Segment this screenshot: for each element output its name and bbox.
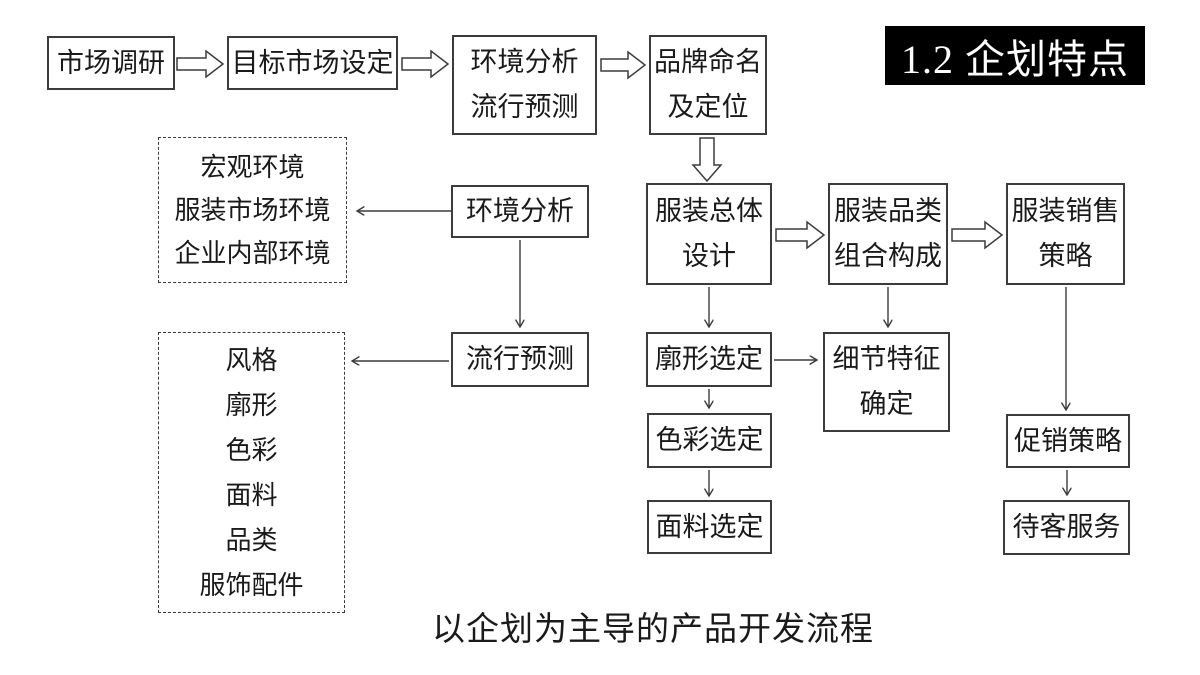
node-promotion-strategy: 促销策略 [1006, 414, 1130, 468]
hollow-arrow-env-trend-to-brand [600, 50, 647, 80]
node-fabric-selection: 面料选定 [647, 500, 772, 554]
node-env-trend: 环境分析 流行预测 [452, 35, 597, 135]
node-trend-forecast: 流行预测 [451, 332, 589, 387]
section-title-badge: 1.2 企划特点 [885, 26, 1145, 85]
env-factors-group: 宏观环境 服装市场环境 企业内部环境 [158, 137, 347, 283]
node-target-market: 目标市场设定 [227, 36, 398, 90]
trend-factor-item: 品类 [225, 525, 278, 555]
env-factor-item: 服装市场环境 [174, 195, 331, 225]
trend-factor-item: 服饰配件 [199, 570, 304, 600]
node-silhouette: 廓形选定 [646, 332, 772, 387]
node-env-analysis: 环境分析 [451, 185, 589, 238]
node-detail-features: 细节特征 确定 [823, 332, 950, 432]
hollow-arrow-brand-to-overall-design [691, 137, 723, 183]
trend-factor-item: 色彩 [225, 435, 278, 465]
trend-factor-item: 风格 [225, 345, 278, 375]
node-sales-strategy: 服装销售 策略 [1006, 183, 1125, 285]
trend-factor-item: 廓形 [225, 390, 278, 420]
trend-factors-group: 风格 廓形 色彩 面料 品类 服饰配件 [158, 332, 345, 613]
env-factor-item: 宏观环境 [200, 152, 305, 182]
hollow-arrow-target-to-env-trend [401, 49, 450, 79]
env-factor-item: 企业内部环境 [174, 238, 331, 268]
node-color-selection: 色彩选定 [647, 413, 772, 468]
node-category-mix: 服装品类 组合构成 [828, 183, 948, 285]
node-overall-design: 服装总体 设计 [646, 183, 772, 285]
trend-factor-item: 面料 [225, 480, 278, 510]
node-market-research: 市场调研 [47, 36, 175, 90]
hollow-arrow-category-to-sales [951, 220, 1004, 250]
diagram-caption: 以企划为主导的产品开发流程 [432, 612, 874, 648]
hollow-arrow-overall-to-category-mix [775, 220, 826, 250]
hollow-arrow-market-to-target [176, 49, 225, 79]
node-customer-service: 待客服务 [1003, 500, 1130, 555]
node-brand-position: 品牌命名 及定位 [649, 35, 767, 135]
